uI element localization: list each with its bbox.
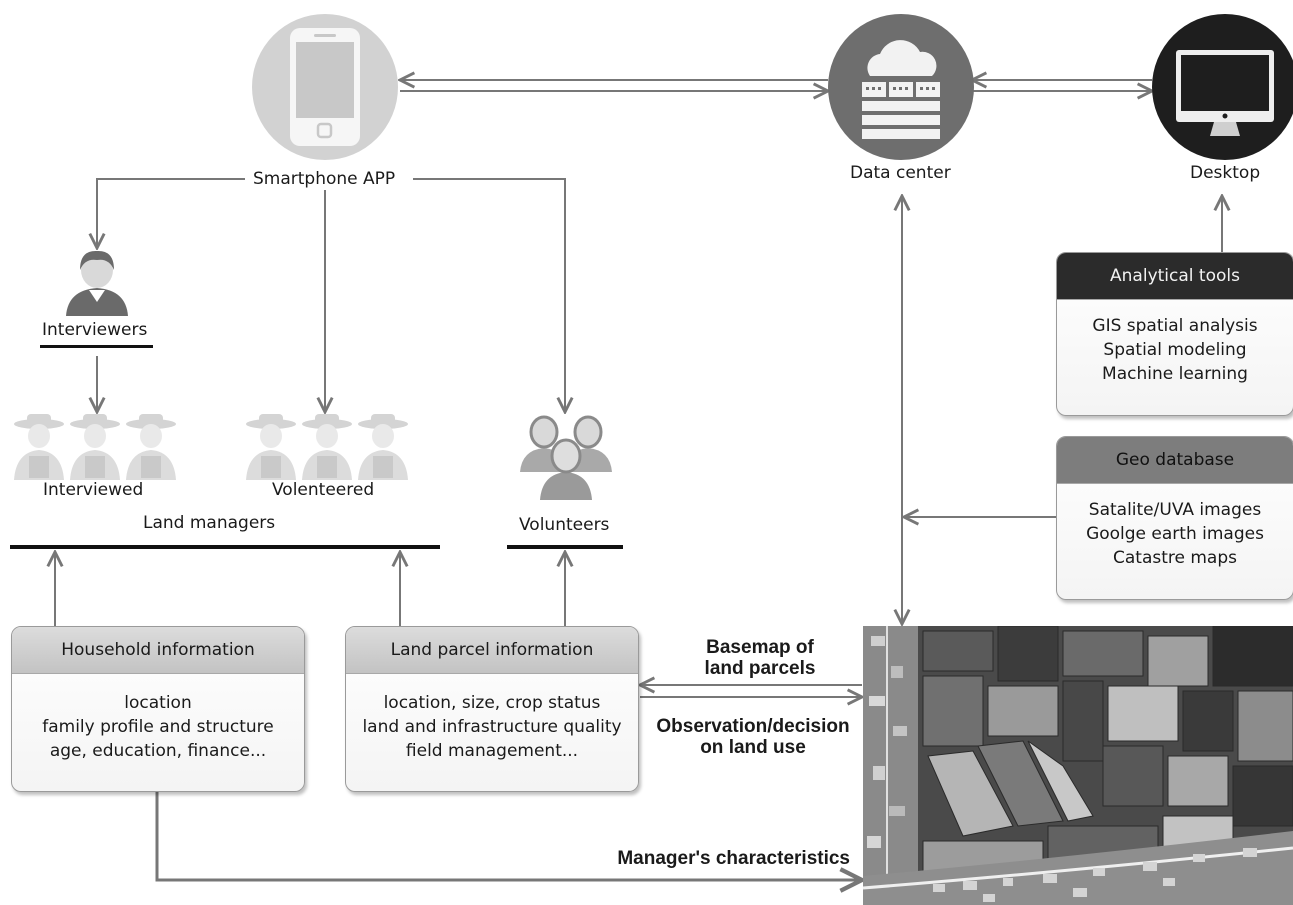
cloud-server-icon xyxy=(828,14,974,160)
basemap-label: Basemap of land parcels xyxy=(704,637,816,679)
volunteers-group-icon xyxy=(518,414,614,500)
list-item: age, education, finance... xyxy=(49,741,267,761)
smartphone-icon xyxy=(252,14,398,160)
farmer-icon xyxy=(70,414,120,480)
volunteers-label: Volunteers xyxy=(519,515,610,535)
geo-database-box: Geo database Satalite/UVA images Goolge … xyxy=(1056,436,1293,600)
list-item: field management... xyxy=(405,741,579,761)
manager-characteristics-label: Manager's characteristics xyxy=(617,848,850,869)
list-item: Spatial modeling xyxy=(1103,340,1247,360)
list-item: family profile and structure xyxy=(42,717,274,737)
satellite-image xyxy=(863,626,1293,905)
interviewed-label: Interviewed xyxy=(43,480,144,500)
desktop-label: Desktop xyxy=(1190,163,1261,183)
volunteers-bar xyxy=(507,545,623,549)
household-information-title: Household information xyxy=(12,627,304,674)
analytical-tools-list: GIS spatial analysis Spatial modeling Ma… xyxy=(1057,300,1293,386)
desktop-monitor-icon xyxy=(1152,14,1293,160)
list-item: Catastre maps xyxy=(1113,548,1237,568)
farmer-icon xyxy=(302,414,352,480)
household-information-list: location family profile and structure ag… xyxy=(12,674,304,763)
household-information-box: Household information location family pr… xyxy=(11,626,305,792)
interviewed-farmers-group xyxy=(14,414,176,480)
observation-label: Observation/decision on land use xyxy=(656,716,850,758)
list-item: Satalite/UVA images xyxy=(1088,500,1262,520)
analytical-tools-box: Analytical tools GIS spatial analysis Sp… xyxy=(1056,252,1293,416)
farmer-icon xyxy=(14,414,64,480)
list-item: Goolge earth images xyxy=(1086,524,1264,544)
farmer-icon xyxy=(246,414,296,480)
farmer-icon xyxy=(126,414,176,480)
smartphone-label: Smartphone APP xyxy=(253,169,396,189)
land-parcel-information-box: Land parcel information location, size, … xyxy=(345,626,639,792)
person-icon xyxy=(62,248,132,316)
farmer-icon xyxy=(358,414,408,480)
volenteered-farmers-group xyxy=(246,414,408,480)
list-item: location xyxy=(124,693,192,713)
analytical-tools-title: Analytical tools xyxy=(1057,253,1293,300)
list-item: location, size, crop status xyxy=(383,693,601,713)
land-managers-label: Land managers xyxy=(143,513,276,533)
list-item: land and infrastructure quality xyxy=(362,717,622,737)
geo-database-list: Satalite/UVA images Goolge earth images … xyxy=(1057,484,1293,570)
geo-database-title: Geo database xyxy=(1057,437,1293,484)
interviewers-label: Interviewers xyxy=(42,320,148,340)
volenteered-label: Volenteered xyxy=(272,480,375,500)
land-parcel-information-title: Land parcel information xyxy=(346,627,638,674)
data-center-label: Data center xyxy=(850,163,951,183)
land-managers-bar xyxy=(10,545,440,549)
list-item: Machine learning xyxy=(1102,364,1248,384)
list-item: GIS spatial analysis xyxy=(1092,316,1258,336)
interviewers-underline xyxy=(40,345,153,348)
land-parcel-information-list: location, size, crop status land and inf… xyxy=(346,674,638,763)
